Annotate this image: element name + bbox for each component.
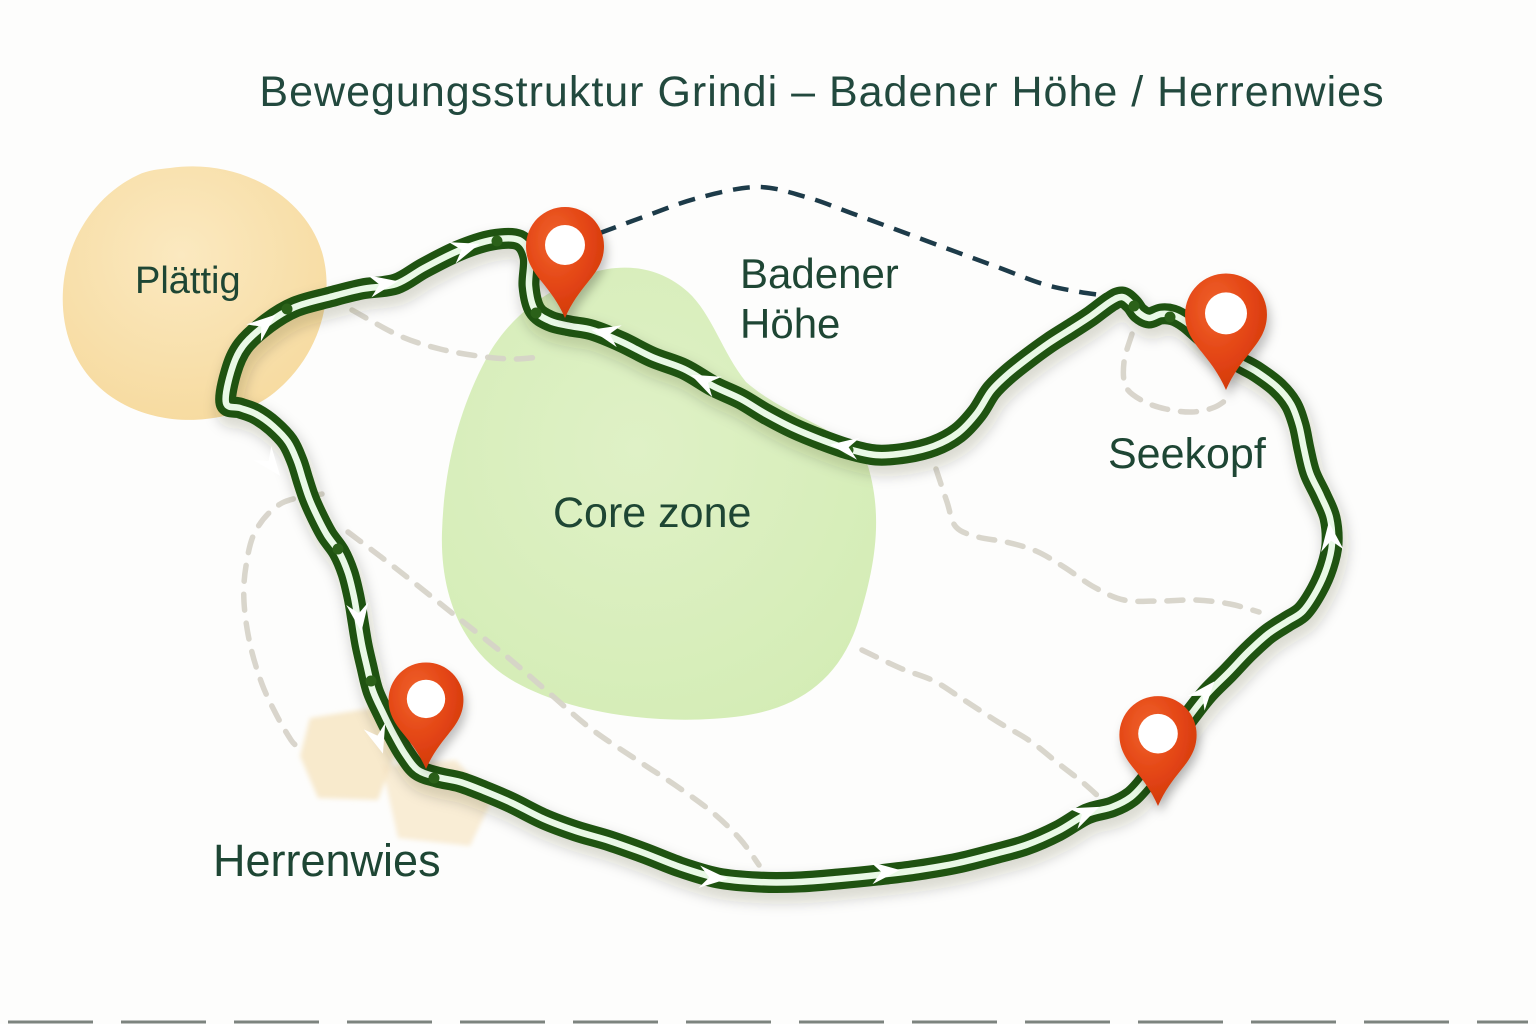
label-core-zone: Core zone [553, 489, 751, 537]
map-pin-hole [406, 679, 446, 719]
label-seekopf: Seekopf [1108, 430, 1267, 478]
trail-path [345, 529, 762, 868]
label-plaettig: Plättig [135, 260, 241, 302]
map-pin-south-west[interactable] [388, 662, 464, 769]
core-zone-area [441, 267, 877, 720]
route-center-stripe [222, 235, 1336, 886]
map-pin-south-east[interactable] [1119, 696, 1197, 806]
trail-path [859, 647, 1101, 799]
page-title: Bewegungsstruktur Grindi – Badener Höhe … [259, 68, 1384, 116]
label-badener-line2: Höhe [740, 300, 840, 347]
trail-paths [240, 307, 1262, 868]
map-pin-hole [1205, 292, 1247, 335]
label-badener-line1: Badener [740, 250, 899, 297]
map-pin-hole [1138, 713, 1178, 754]
map-pin-north[interactable] [526, 207, 604, 318]
route-knots [281, 235, 1176, 784]
trail-path [240, 491, 325, 749]
label-herrenwies: Herrenwies [213, 835, 441, 886]
ridge-dashed-line [599, 184, 1118, 300]
map-pin-hole [545, 225, 585, 265]
trail-path [1120, 331, 1234, 415]
map-pins-layer [388, 207, 1267, 806]
trail-path [349, 307, 543, 362]
map-pin-east[interactable] [1185, 273, 1267, 390]
trail-path [933, 466, 1262, 615]
